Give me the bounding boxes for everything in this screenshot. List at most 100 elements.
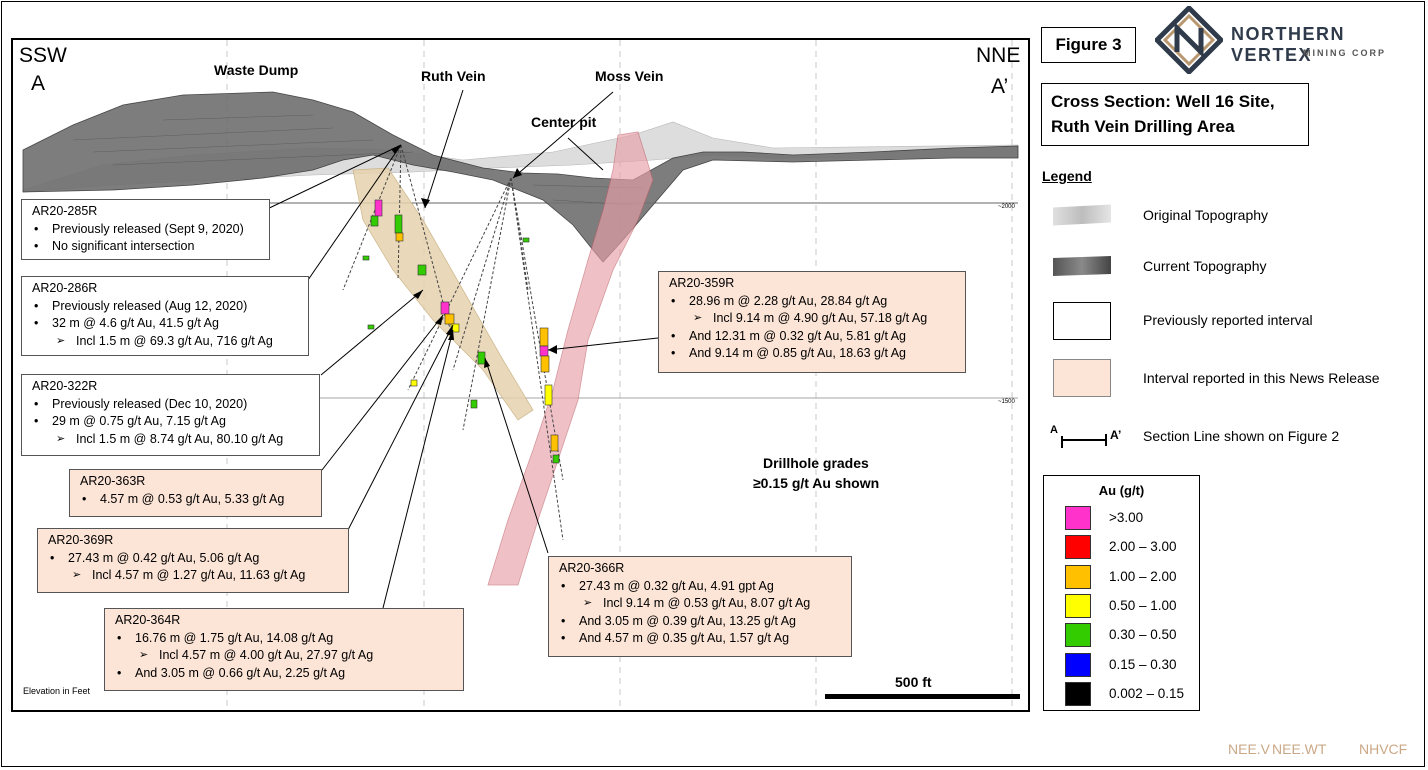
callout-line: 27.43 m @ 0.42 g/t Au, 5.06 g/t Ag bbox=[48, 550, 338, 568]
au-legend-swatch bbox=[1065, 681, 1091, 706]
legend-swatch-original bbox=[1053, 204, 1111, 226]
left-point: A bbox=[31, 72, 46, 95]
callout-line: No significant intersection bbox=[32, 238, 259, 256]
scale-label: 500 ft bbox=[895, 674, 932, 690]
au-legend-swatch bbox=[1065, 652, 1091, 677]
callout-ar20-364r: AR20-364R 16.76 m @ 1.75 g/t Au, 14.08 g… bbox=[104, 608, 464, 691]
legend-swatch-previous bbox=[1053, 302, 1111, 340]
callout-line: And 3.05 m @ 0.66 g/t Au, 2.25 g/t Ag bbox=[115, 665, 453, 683]
au-legend-label: 0.50 – 1.00 bbox=[1109, 597, 1177, 613]
ticker-nhvcf: NHVCF bbox=[1359, 741, 1408, 757]
legend-label-current: Current Topography bbox=[1143, 258, 1267, 274]
legend-swatch-current bbox=[1053, 255, 1111, 277]
ruth-vein-label: Ruth Vein bbox=[421, 68, 486, 84]
elev-1500-label: ~1500 bbox=[998, 399, 1016, 405]
callout-title: AR20-363R bbox=[80, 474, 146, 488]
ticker-nee-wt: NEE.WT bbox=[1272, 741, 1327, 757]
section-title-line1: Cross Section: Well 16 Site, bbox=[1051, 92, 1275, 111]
au-legend-swatch bbox=[1065, 506, 1091, 530]
legend-label-section-line: Section Line shown on Figure 2 bbox=[1143, 428, 1340, 444]
ticker-nee-v: NEE.V bbox=[1228, 741, 1271, 757]
section-line-a: A bbox=[1050, 424, 1058, 436]
callout-line: Incl 9.14 m @ 0.53 g/t Au, 8.07 g/t Ag bbox=[559, 595, 841, 613]
waste-dump-label: Waste Dump bbox=[214, 62, 299, 78]
callout-line: And 3.05 m @ 0.39 g/t Au, 13.25 g/t Ag bbox=[559, 613, 841, 631]
cross-section-panel: ~2000 ~1500 bbox=[11, 38, 1030, 712]
legend-swatch-news bbox=[1053, 359, 1111, 397]
au-legend-row: 0.30 – 0.50 bbox=[1065, 623, 1195, 650]
callout-line: Previously released (Aug 12, 2020) bbox=[32, 298, 298, 316]
elevation-note: Elevation in Feet bbox=[23, 686, 91, 696]
right-direction: NNE bbox=[976, 44, 1021, 67]
callout-line: 28.96 m @ 2.28 g/t Au, 28.84 g/t Ag bbox=[669, 293, 955, 311]
callout-line: Previously released (Sept 9, 2020) bbox=[32, 221, 259, 239]
au-legend-swatch bbox=[1065, 535, 1091, 560]
callout-title: AR20-286R bbox=[32, 281, 98, 295]
callout-ar20-322r: AR20-322R Previously released (Dec 10, 2… bbox=[21, 374, 320, 456]
figure-label: Figure 3 bbox=[1041, 27, 1136, 63]
au-legend-row: 0.002 – 0.15 bbox=[1065, 681, 1195, 709]
legend-title: Legend bbox=[1042, 168, 1092, 184]
right-point: A’ bbox=[991, 75, 1009, 98]
company-logo: NORTHERN VERTEX MINING CORP bbox=[1155, 6, 1417, 76]
callout-line: Incl 1.5 m @ 69.3 g/t Au, 716 g/t Ag bbox=[32, 333, 298, 351]
callout-line: 4.57 m @ 0.53 g/t Au, 5.33 g/t Ag bbox=[80, 491, 311, 509]
callout-ar20-366r: AR20-366R 27.43 m @ 0.32 g/t Au, 4.91 gp… bbox=[548, 556, 852, 657]
callout-line: 27.43 m @ 0.32 g/t Au, 4.91 gpt Ag bbox=[559, 578, 841, 596]
callout-line: Previously released (Dec 10, 2020) bbox=[32, 396, 309, 414]
callout-ar20-369r: AR20-369R 27.43 m @ 0.42 g/t Au, 5.06 g/… bbox=[37, 528, 349, 593]
left-direction: SSW bbox=[19, 44, 67, 67]
grades-note-line1: Drillhole grades bbox=[763, 455, 869, 471]
callout-ar20-286r: AR20-286R Previously released (Aug 12, 2… bbox=[21, 276, 309, 356]
callout-ar20-359r: AR20-359R 28.96 m @ 2.28 g/t Au, 28.84 g… bbox=[658, 271, 966, 373]
callout-line: 16.76 m @ 1.75 g/t Au, 14.08 g/t Ag bbox=[115, 630, 453, 648]
grades-note-line2: ≥0.15 g/t Au shown bbox=[753, 475, 880, 491]
callout-line: Incl 1.5 m @ 8.74 g/t Au, 80.10 g/t Ag bbox=[32, 431, 309, 449]
callout-line: Incl 4.57 m @ 1.27 g/t Au, 11.63 g/t Ag bbox=[48, 567, 338, 585]
au-legend-swatch bbox=[1065, 564, 1091, 589]
au-legend-title: Au (g/t) bbox=[1098, 483, 1145, 498]
callout-line: And 9.14 m @ 0.85 g/t Au, 18.63 g/t Ag bbox=[669, 345, 955, 363]
au-legend-row: 1.00 – 2.00 bbox=[1065, 564, 1195, 592]
moss-vein bbox=[487, 131, 654, 586]
cross-section-drawing: ~2000 ~1500 bbox=[22, 40, 1020, 710]
au-legend-label: 0.15 – 0.30 bbox=[1109, 656, 1177, 672]
callout-line: Incl 4.57 m @ 4.00 g/t Au, 27.97 g/t Ag bbox=[115, 647, 453, 665]
legend-label-previous: Previously reported interval bbox=[1143, 312, 1313, 328]
callout-title: AR20-364R bbox=[115, 613, 181, 627]
callout-title: AR20-359R bbox=[669, 276, 735, 290]
legend-label-original: Original Topography bbox=[1143, 207, 1269, 223]
callout-line: Incl 9.14 m @ 4.90 g/t Au, 57.18 g/t Ag bbox=[669, 310, 955, 328]
callout-line: 32 m @ 4.6 g/t Au, 41.5 g/t Ag bbox=[32, 315, 298, 333]
center-pit-label: Center pit bbox=[531, 114, 597, 130]
company-name: NORTHERN VERTEX bbox=[1231, 24, 1345, 65]
section-line-a2: A’ bbox=[1110, 428, 1122, 442]
moss-vein-label: Moss Vein bbox=[595, 68, 664, 84]
callout-title: AR20-369R bbox=[48, 533, 114, 547]
company-sub: MINING CORP bbox=[1303, 48, 1387, 58]
callout-ar20-363r: AR20-363R 4.57 m @ 0.53 g/t Au, 5.33 g/t… bbox=[69, 469, 322, 517]
au-legend-row: >3.00 bbox=[1065, 506, 1195, 533]
legend-label-news: Interval reported in this News Release bbox=[1143, 370, 1380, 386]
au-legend-swatch bbox=[1065, 623, 1091, 648]
callout-ar20-285r: AR20-285R Previously released (Sept 9, 2… bbox=[21, 199, 270, 260]
callout-title: AR20-366R bbox=[559, 561, 625, 575]
au-legend-row: 0.50 – 1.00 bbox=[1065, 593, 1195, 621]
section-line-icon: A A’ bbox=[1050, 424, 1125, 454]
section-title-box: Cross Section: Well 16 Site, Ruth Vein D… bbox=[1041, 83, 1309, 146]
callout-line: 29 m @ 0.75 g/t Au, 7.15 g/t Ag bbox=[32, 413, 309, 431]
scale-bar bbox=[825, 694, 1020, 699]
callout-title: AR20-285R bbox=[32, 204, 98, 218]
callout-line: And 4.57 m @ 0.35 g/t Au, 1.57 g/t Ag bbox=[559, 630, 841, 648]
section-title-line2: Ruth Vein Drilling Area bbox=[1051, 117, 1235, 136]
au-grade-legend: Au (g/t) >3.00 2.00 – 3.00 1.00 – 2.00 0.50… bbox=[1043, 475, 1200, 711]
au-legend-label: 1.00 – 2.00 bbox=[1109, 568, 1177, 584]
current-topography bbox=[22, 91, 1019, 263]
au-legend-row: 2.00 – 3.00 bbox=[1065, 535, 1195, 562]
au-legend-label: >3.00 bbox=[1109, 510, 1144, 525]
logo-mark-icon bbox=[1155, 6, 1223, 74]
au-legend-label: 0.002 – 0.15 bbox=[1109, 685, 1185, 701]
au-legend-label: 2.00 – 3.00 bbox=[1109, 539, 1177, 555]
au-legend-swatch bbox=[1065, 593, 1091, 618]
callout-line: And 12.31 m @ 0.32 g/t Au, 5.81 g/t Ag bbox=[669, 328, 955, 346]
